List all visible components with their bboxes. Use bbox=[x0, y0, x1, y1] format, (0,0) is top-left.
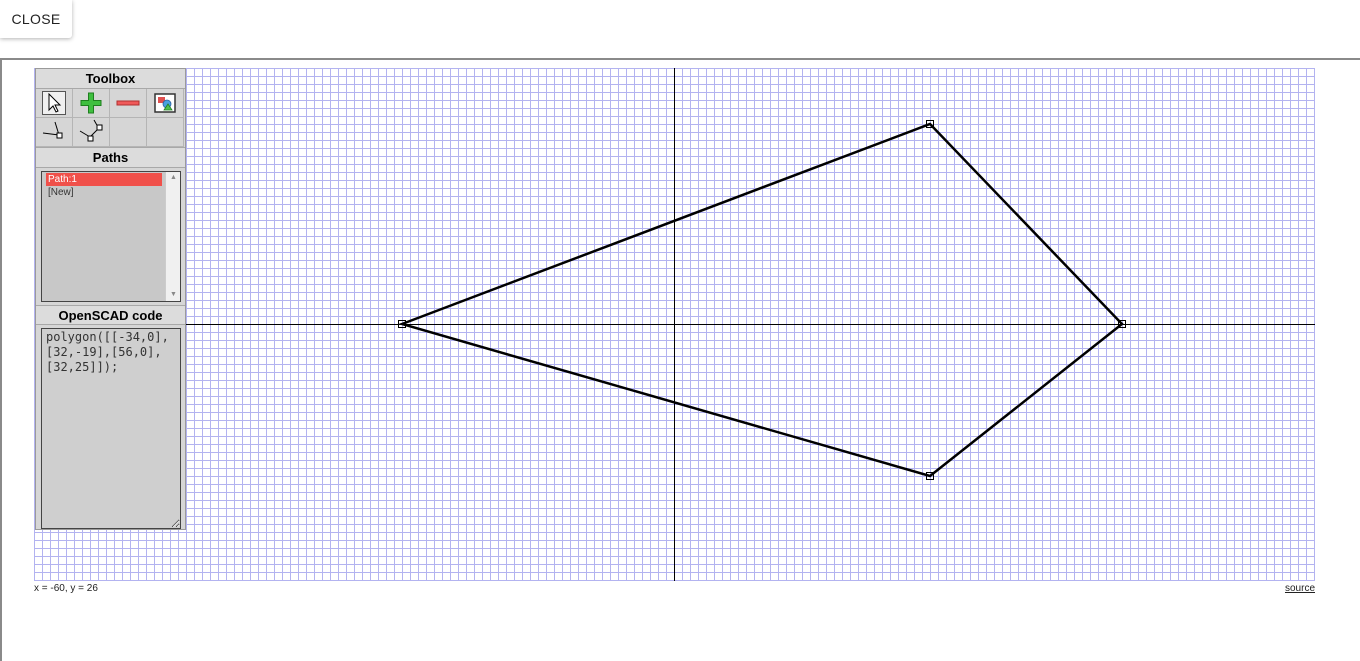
cursor-arrow-icon bbox=[48, 93, 62, 113]
cursor-coordinates: x = -60, y = 26 bbox=[34, 583, 98, 594]
paths-title: Paths bbox=[36, 148, 185, 168]
background-image-button[interactable] bbox=[147, 89, 184, 118]
insert-node-button[interactable] bbox=[73, 118, 110, 147]
x-axis-line bbox=[186, 324, 1315, 325]
image-icon bbox=[154, 93, 176, 113]
add-point-button[interactable] bbox=[73, 89, 110, 118]
select-tool-button[interactable] bbox=[36, 89, 73, 118]
openscad-title: OpenSCAD code bbox=[36, 305, 185, 325]
toolbox-title: Toolbox bbox=[36, 69, 185, 89]
red-minus-icon bbox=[116, 100, 140, 106]
empty-tool-slot bbox=[147, 118, 184, 147]
paths-scrollbar[interactable]: ▲ ▼ bbox=[165, 172, 180, 301]
green-plus-icon bbox=[80, 92, 102, 114]
source-link[interactable]: source bbox=[1284, 583, 1315, 594]
tool-grid bbox=[36, 89, 185, 148]
split-segment-button[interactable] bbox=[36, 118, 73, 147]
editor-frame bbox=[0, 58, 1360, 661]
path-item-new[interactable]: [New] bbox=[48, 187, 74, 198]
remove-point-button[interactable] bbox=[110, 89, 147, 118]
node-split-icon bbox=[42, 121, 63, 139]
path-item[interactable]: Path:1 bbox=[46, 173, 162, 186]
toolbox-panel: Toolbox bbox=[35, 68, 186, 530]
scroll-up-arrow-icon[interactable]: ▲ bbox=[170, 174, 177, 181]
scroll-down-arrow-icon[interactable]: ▼ bbox=[170, 291, 177, 298]
paths-listbox[interactable]: Path:1 [New] ▲ ▼ bbox=[41, 171, 181, 302]
close-button[interactable]: CLOSE bbox=[0, 0, 72, 38]
empty-tool-slot bbox=[110, 118, 147, 147]
openscad-code-textarea[interactable]: polygon([[-34,0],[32,-19],[56,0],[32,25]… bbox=[41, 328, 181, 529]
node-insert-icon bbox=[79, 119, 103, 142]
paths-list: Path:1 [New] bbox=[46, 173, 162, 199]
